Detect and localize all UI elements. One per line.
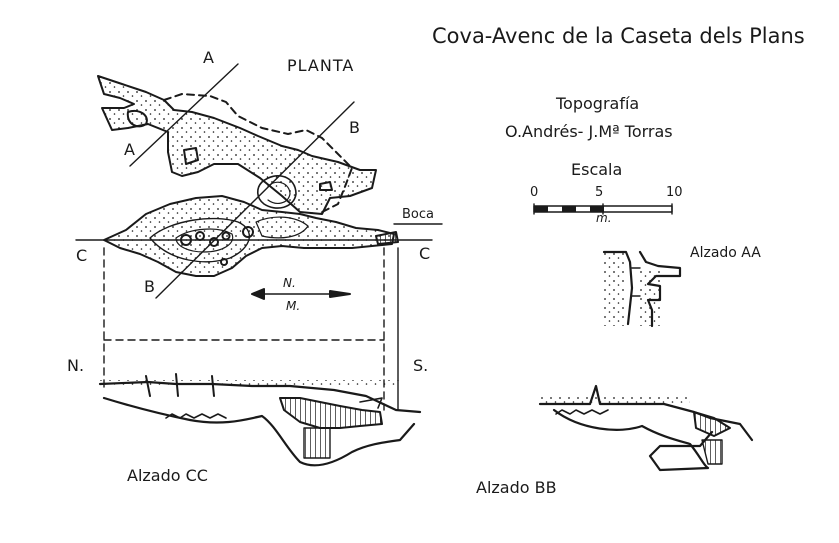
elevation-cc [98,373,422,467]
cave-floor [552,408,714,472]
arrow-detail [359,397,383,409]
scale-bar [533,203,673,215]
upper-gallery-outline [97,75,377,215]
scale-tick-0: 0 [530,185,539,200]
fissures [145,373,215,397]
elevation-cc-south-end: S. [413,356,429,375]
shaft-fill [303,427,331,459]
shaft [256,174,297,209]
section-line-b [155,101,355,299]
elevation-bb [538,384,754,472]
shaft-fill [701,439,723,465]
scale-tick-5: 5 [595,185,604,200]
boulder [319,181,333,191]
section-mark-b-bottom: B [144,277,155,296]
survey-label: Topografía [556,94,640,113]
section-line-a [129,63,239,167]
boulder [183,147,199,165]
cave-floor [102,396,416,467]
authors-label: O.Andrés- J.Mª Torras [505,122,673,141]
entrance-label: Boca [402,207,434,222]
contour [175,228,234,253]
contour [149,217,250,263]
boulder [242,226,254,238]
boulders [165,413,227,419]
elevation-aa [602,250,682,328]
rock-detail [126,110,148,128]
scale-unit: m. [596,211,612,225]
section-mark-a-bottom: A [124,140,135,159]
section-mark-b-top: B [349,118,360,137]
elevation-aa-label: Alzado AA [690,245,761,261]
soil [100,380,400,388]
rock-ledge [279,397,383,429]
scale-label: Escala [571,160,623,179]
rock-mass [604,252,626,326]
soil [540,396,690,404]
plan-view [75,63,443,300]
rock-ledge [693,411,731,437]
plan-label: PLANTA [287,56,355,75]
scale-tick-10: 10 [666,185,683,200]
true-north-label: N. [283,276,296,290]
contour [255,216,309,239]
rock-mass [640,268,662,326]
section-mark-c-right: C [419,244,431,263]
elevation-bb-label: Alzado BB [476,478,557,497]
section-mark-a-top: A [203,48,214,67]
boulder [209,237,219,247]
boulders [555,409,609,415]
boulder [220,258,228,266]
map-title: Cova-Avenc de la Caseta dels Plans [432,24,805,48]
shaft-contour [267,181,291,204]
elevation-cc-label: Alzado CC [127,466,208,485]
surface-projection-dashed [163,93,353,215]
section-mark-c-left: C [76,246,88,265]
magnetic-north-label: M. [286,299,301,313]
elevation-cc-north-end: N. [67,356,85,375]
north-arrow [251,288,351,300]
ledges [631,267,641,297]
entrance-mouth [375,231,399,245]
